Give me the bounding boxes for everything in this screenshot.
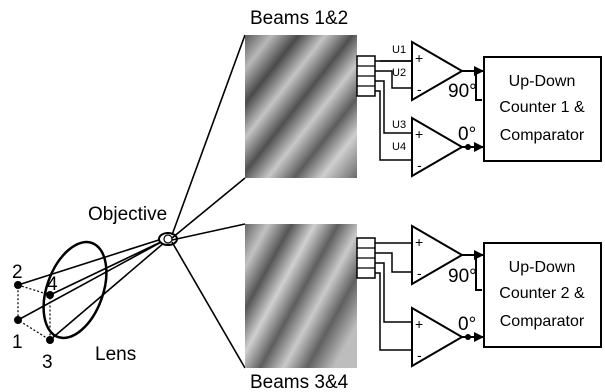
detector-array-bottom [357, 238, 412, 350]
svg-text:Up-Down: Up-Down [509, 73, 576, 90]
fringe-image-bottom [245, 224, 357, 368]
objective: Objective [88, 35, 245, 368]
amplifier-top-0: + - 0° [412, 118, 483, 176]
u3-label: U3 [392, 119, 406, 131]
svg-text:Up-Down: Up-Down [509, 259, 576, 276]
amplifier-top-90: + - 90° [412, 42, 483, 102]
projection-bottom-lower [172, 242, 245, 368]
amplifier-bottom-90: + - 90° [412, 226, 483, 290]
svg-text:Counter 1 &: Counter 1 & [499, 99, 585, 116]
counter-2-box: Up-Down Counter 2 & Comparator [484, 243, 601, 347]
u1-label: U1 [392, 44, 406, 56]
svg-text:Comparator: Comparator [500, 313, 585, 330]
beams-top-label: Beams 1&2 [250, 8, 348, 29]
point-3-dot [46, 336, 54, 344]
svg-text:+: + [415, 50, 423, 66]
phase-90-bottom: 90° [448, 266, 477, 287]
svg-text:+: + [415, 316, 423, 332]
point-3-label: 3 [42, 352, 53, 373]
svg-text:+: + [415, 126, 423, 142]
svg-text:-: - [417, 81, 422, 97]
phase-90-top: 90° [448, 81, 477, 102]
objective-label: Objective [88, 204, 167, 225]
lens-ellipse [32, 233, 119, 346]
svg-text:Comparator: Comparator [500, 127, 585, 144]
lens-label: Lens [95, 344, 136, 365]
u4-label: U4 [392, 141, 406, 153]
svg-text:-: - [417, 347, 422, 363]
svg-text:+: + [415, 234, 423, 250]
fringe-image-top [245, 35, 357, 178]
point-1-label: 1 [12, 332, 23, 353]
lens-assembly: 2 1 4 3 Lens [12, 233, 165, 373]
beams-bottom-label: Beams 3&4 [250, 372, 349, 392]
phase-0-top: 0° [458, 124, 476, 145]
u2-label: U2 [392, 67, 406, 79]
phase-0-bottom: 0° [458, 314, 476, 335]
point-1-dot [14, 316, 22, 324]
detector-array-top: U1 U2 U3 U4 [357, 44, 412, 160]
point-2-label: 2 [12, 262, 23, 283]
svg-text:Counter 2 &: Counter 2 & [499, 285, 585, 302]
counter-1-box: Up-Down Counter 1 & Comparator [484, 57, 601, 161]
projection-bottom-upper [172, 224, 245, 240]
beam-line-4 [50, 240, 165, 295]
beam-line-1 [18, 240, 165, 320]
projection-top-lower [172, 178, 245, 238]
svg-text:-: - [417, 157, 422, 173]
projection-top-upper [172, 35, 245, 235]
svg-text:-: - [417, 265, 422, 281]
amplifier-bottom-0: + - 0° [412, 308, 483, 366]
point-4-label: 4 [47, 274, 58, 295]
